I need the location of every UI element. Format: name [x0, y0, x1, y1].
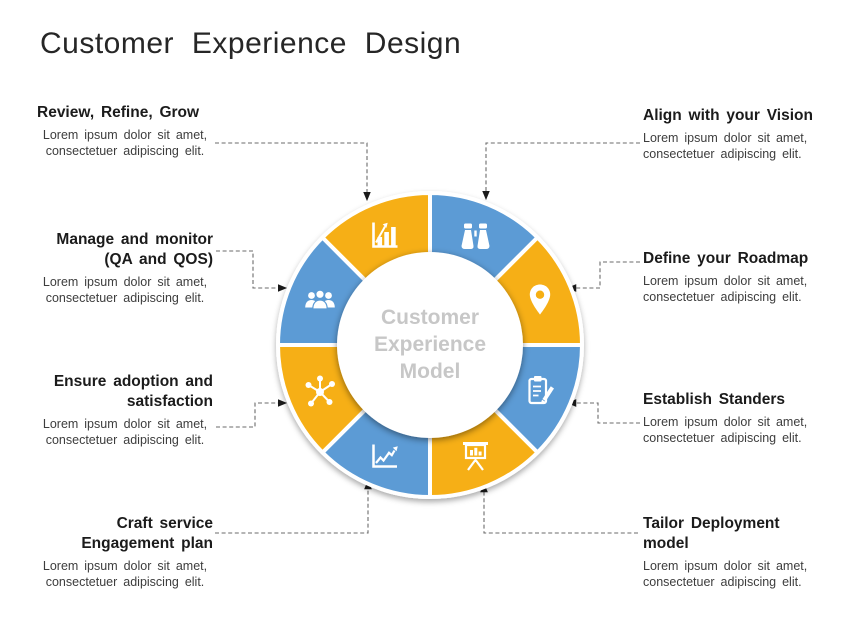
label-block-tailor-deployment: Tailor Deployment model Lorem ipsum dolo… [643, 514, 829, 590]
connector-tailor [480, 482, 638, 534]
connector-define [566, 261, 640, 292]
label-heading-review: Review, Refine, Grow [37, 104, 200, 121]
label-desc-craft: Lorem ipsum dolor sit amet, consectetuer… [42, 559, 208, 589]
label-block-define-roadmap: Define your Roadmap Lorem ipsum dolor si… [643, 249, 829, 305]
people-icon [305, 289, 335, 310]
label-block-establish-standers: Establish Standers Lorem ipsum dolor sit… [643, 390, 829, 446]
center-circle [337, 252, 523, 438]
label-heading-ensure: Ensure adoption and satisfaction [53, 373, 213, 410]
connector-craft [215, 479, 372, 534]
connector-ensure [216, 399, 288, 428]
label-block-review-refine-grow: Review, Refine, Grow Lorem ipsum dolor s… [37, 103, 213, 159]
connector-review [215, 142, 371, 202]
connector-establish [566, 399, 640, 424]
map-pin-icon [529, 284, 551, 315]
network-hub-icon [305, 375, 335, 407]
label-desc-manage: Lorem ipsum dolor sit amet, consectetuer… [42, 275, 208, 305]
label-heading-tailor: Tailor Deployment model [643, 515, 780, 552]
page-title: Customer Experience Design [40, 27, 462, 60]
presentation-board-icon [463, 442, 488, 471]
label-block-ensure-adoption: Ensure adoption and satisfaction Lorem i… [37, 372, 213, 448]
line-chart-icon [372, 444, 398, 468]
label-block-align-vision: Align with your Vision Lorem ipsum dolor… [643, 106, 829, 162]
label-desc-define: Lorem ipsum dolor sit amet, consectetuer… [643, 274, 808, 304]
label-desc-align: Lorem ipsum dolor sit amet, consectetuer… [643, 131, 808, 161]
label-heading-establish: Establish Standers [643, 391, 786, 408]
label-desc-review: Lorem ipsum dolor sit amet, consectetuer… [42, 128, 208, 158]
segment-icons [305, 222, 554, 471]
connector-manage [216, 250, 288, 292]
label-heading-manage: Manage and monitor (QA and QOS) [56, 231, 213, 268]
label-heading-craft: Craft service Engagement plan [81, 515, 213, 552]
label-block-manage-monitor: Manage and monitor (QA and QOS) Lorem ip… [37, 230, 213, 306]
label-desc-ensure: Lorem ipsum dolor sit amet, consectetuer… [42, 417, 208, 447]
center-model-label: Customer Experience Model [373, 306, 487, 383]
connector-align [482, 142, 640, 201]
label-desc-establish: Lorem ipsum dolor sit amet, consectetuer… [643, 415, 808, 445]
binoculars-icon [461, 223, 490, 249]
label-heading-align: Align with your Vision [643, 107, 813, 124]
label-desc-tailor: Lorem ipsum dolor sit amet, consectetuer… [643, 559, 808, 589]
bar-chart-icon [372, 222, 398, 248]
label-heading-define: Define your Roadmap [643, 250, 809, 267]
clipboard-pencil-icon [528, 376, 554, 405]
connector-lines [215, 142, 640, 534]
label-block-craft-service: Craft service Engagement plan Lorem ipsu… [37, 514, 213, 590]
